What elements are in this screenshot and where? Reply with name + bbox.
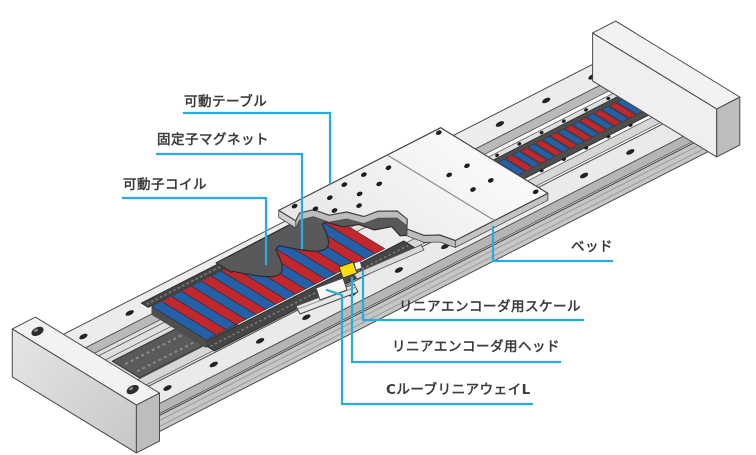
label-encoder-scale: リニアエンコーダ用スケール	[399, 299, 581, 315]
leader-movable-table	[182, 111, 332, 185]
label-stator-magnet: 固定子マグネット	[157, 132, 269, 148]
label-bed: ベッド	[571, 239, 613, 255]
leader-encoder-head	[350, 276, 562, 364]
end-plate-top	[11, 316, 160, 406]
leader-clube-linear-way	[325, 288, 534, 406]
leader-stator-magnet	[155, 152, 304, 250]
linear-way-carriage	[315, 277, 348, 301]
label-movable-table: 可動テーブル	[184, 94, 268, 110]
encoder-head	[338, 261, 358, 279]
end-plate-top	[592, 20, 741, 110]
leader-encoder-scale	[361, 270, 585, 322]
label-mover-coil: 可動子コイル	[123, 177, 207, 193]
leader-bed	[491, 225, 614, 263]
label-encoder-head: リニアエンコーダ用ヘッド	[392, 339, 560, 355]
leader-mover-coil	[121, 196, 268, 266]
label-clube-linear-way: CルーブリニアウェイL	[386, 382, 531, 398]
encoder-scale	[353, 244, 425, 280]
